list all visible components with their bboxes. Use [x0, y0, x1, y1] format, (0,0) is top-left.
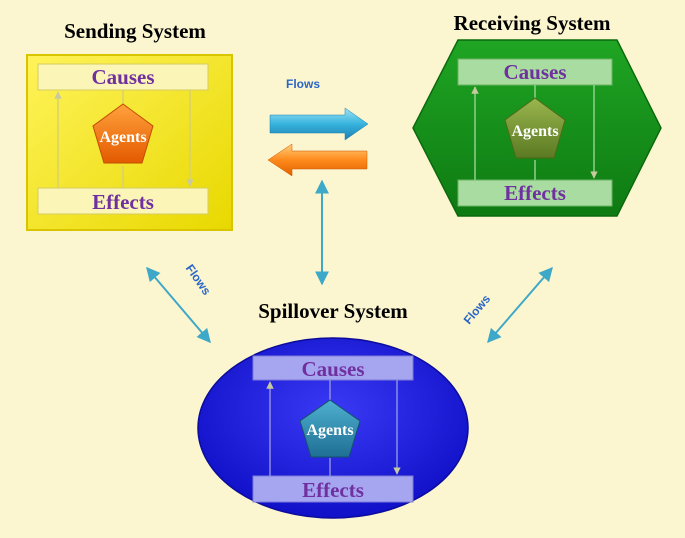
spillover-agents-label: Agents [306, 422, 353, 439]
flow-arrow-right [269, 107, 369, 141]
sending-effects-label: Effects [92, 190, 154, 214]
receiving-agents-pentagon [504, 97, 566, 159]
receiving-system-title: Receiving System [454, 11, 611, 35]
spillover-system-title: Spillover System [258, 299, 408, 323]
sending-causes-box [37, 63, 209, 91]
spillover-causes-label: Causes [301, 357, 364, 381]
spillover-causes-box [252, 355, 414, 381]
sending-system: Sending System Causes Effects Agents [26, 19, 233, 231]
left-flows-label: Flows [183, 262, 214, 298]
receiving-agents-label: Agents [511, 123, 558, 140]
right-flows: Flows [461, 266, 553, 344]
spillover-effects-box [252, 475, 414, 503]
flow-arrow-left [267, 143, 368, 177]
left-flows: Flows [146, 262, 214, 344]
receiving-effects-label: Effects [504, 181, 566, 205]
sending-agents-pentagon [92, 103, 154, 164]
spillover-agents-pentagon [299, 399, 361, 458]
right-diagonal-flow-arrow [487, 266, 553, 344]
sending-system-title: Sending System [64, 19, 206, 43]
receiving-causes-label: Causes [503, 60, 566, 84]
left-diagonal-flow-arrow [146, 266, 211, 344]
sending-agents-label: Agents [99, 129, 146, 146]
receiving-system: Receiving System Causes Effects Agents [412, 11, 662, 217]
spillover-effects-label: Effects [302, 478, 364, 502]
top-flows-label: Flows [286, 77, 320, 91]
receiving-causes-box [457, 58, 613, 86]
sending-causes-label: Causes [91, 65, 154, 89]
spillover-system: Spillover System Causes Effects Agents [197, 299, 469, 519]
top-flows: Flows [267, 77, 369, 286]
right-flows-label: Flows [461, 292, 494, 327]
